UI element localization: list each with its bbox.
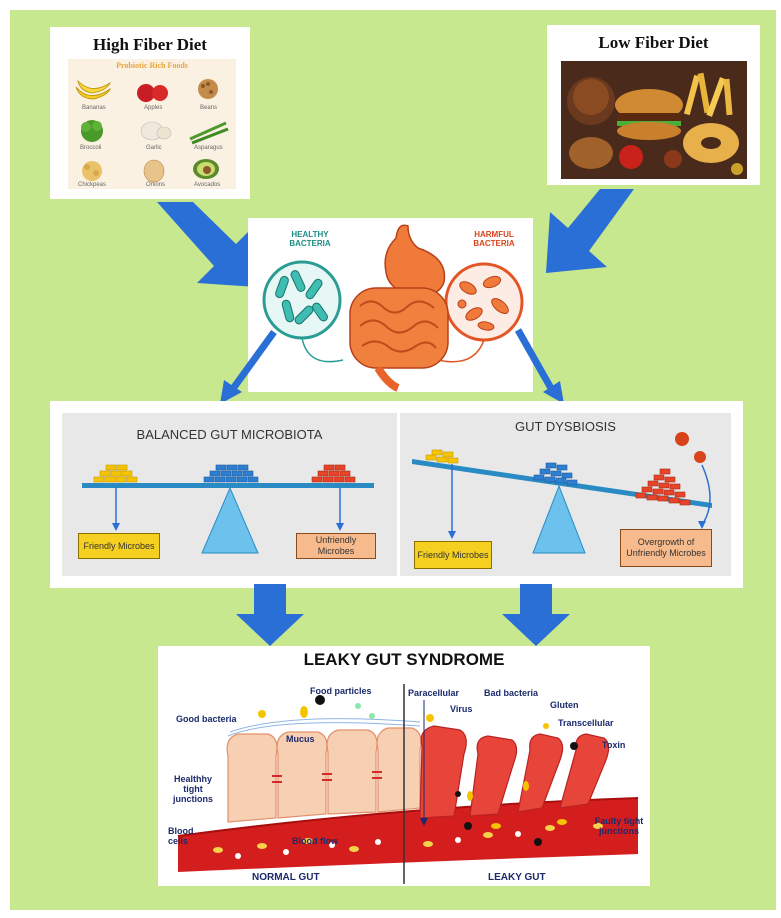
balanced-friendly-stack — [94, 465, 137, 482]
food-label: Beans — [200, 105, 217, 111]
healthy-bacteria-circle — [264, 262, 340, 338]
low-fiber-title: Low Fiber Diet — [547, 33, 760, 53]
junk-food-image — [561, 61, 747, 179]
leaky-gut-illustration — [158, 646, 650, 886]
friendly-microbes-box: Friendly Microbes — [78, 533, 160, 559]
food-label: Chickpeas — [78, 182, 106, 188]
apple-icon-2 — [152, 85, 168, 101]
food-label: Bananas — [82, 105, 106, 111]
label-faulty-junctions: Faulty tight junctions — [594, 816, 644, 836]
friendly-microbes-box-dysbiosis: Friendly Microbes — [414, 541, 492, 569]
balance-panel: BALANCED GUT MICROBIOTA GUT DYSBIOSIS — [50, 401, 743, 588]
food-label: Asparagus — [194, 145, 223, 151]
chickpeas-icon — [82, 161, 102, 181]
virus-icon — [675, 432, 706, 463]
dysbiosis-friendly-stack — [426, 450, 458, 463]
food-label: Garlic — [146, 145, 162, 151]
leaky-gut-label: LEAKY GUT — [488, 872, 546, 883]
healthy-bacteria-label: HEALTHY BACTERIA — [278, 230, 342, 248]
food-icons — [68, 59, 236, 189]
label-blood-cells: Blood cells — [168, 826, 198, 846]
gut-microbiome-panel: HEALTHY BACTERIA HARMFUL BACTERIA — [248, 218, 533, 392]
label-virus: Virus — [450, 704, 472, 714]
unfriendly-microbes-box: Unfriendly Microbes — [296, 533, 376, 559]
label-healthy-junctions: Healthhy tight junctions — [164, 774, 222, 804]
intestines-icon — [350, 288, 448, 388]
balanced-beam — [82, 483, 374, 488]
balanced-neutral-stack — [204, 465, 258, 482]
low-fiber-panel: Low Fiber Diet — [547, 25, 760, 185]
food-label: Broccoli — [80, 145, 101, 151]
stomach-icon — [385, 225, 444, 295]
banana-icon-2 — [78, 81, 110, 93]
label-paracellular: Paracellular — [408, 688, 459, 698]
normal-gut-label: NORMAL GUT — [252, 872, 320, 883]
good-bacteria-icons — [258, 695, 375, 719]
label-bad-bacteria: Bad bacteria — [484, 688, 538, 698]
label-food-particles: Food particles — [310, 686, 372, 696]
ketchup-icon — [619, 145, 643, 169]
dysbiosis-fulcrum — [533, 486, 585, 553]
leaky-gut-panel: LEAKY GUT SYNDROME — [158, 646, 650, 886]
label-good-bacteria: Good bacteria — [176, 714, 237, 724]
label-toxin: Toxin — [602, 740, 625, 750]
label-mucus: Mucus — [286, 734, 315, 744]
balanced-fulcrum — [202, 488, 258, 553]
overgrowth-box: Overgrowth of Unfriendly Microbes — [620, 529, 712, 567]
bad-bacteria-icons — [426, 714, 549, 729]
food-label: Onions — [146, 182, 165, 188]
high-fiber-title: High Fiber Diet — [50, 35, 250, 55]
label-transcellular: Transcellular — [558, 718, 614, 728]
label-gluten: Gluten — [550, 700, 579, 710]
label-blood-flow: Blood flow — [292, 836, 338, 846]
food-label: Avocados — [194, 182, 220, 188]
probiotic-foods-image: Probiotic Rich Foods — [68, 59, 236, 189]
balanced-unfriendly-stack — [312, 465, 355, 482]
onion-icon — [144, 160, 164, 182]
food-label: Apples — [144, 105, 162, 111]
harmful-bacteria-label: HARMFUL BACTERIA — [466, 230, 522, 248]
high-fiber-panel: High Fiber Diet Probiotic Rich Foods — [50, 27, 250, 199]
